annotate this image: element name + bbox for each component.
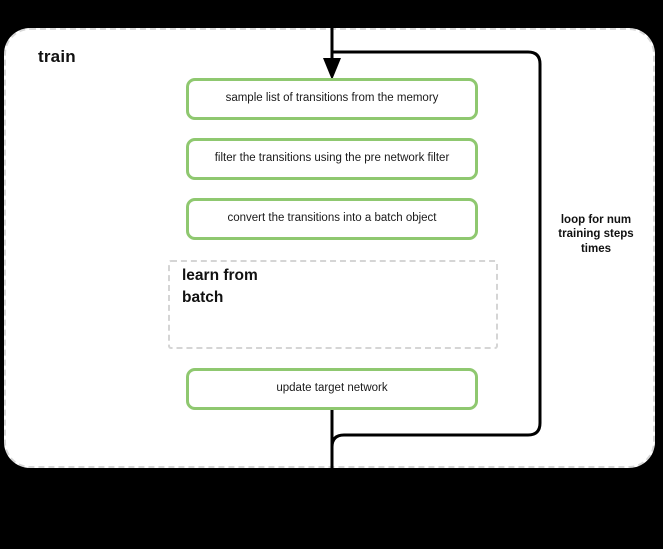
step-box-filter[interactable]: filter the transitions using the pre net… [186,138,478,180]
learn-from-batch-title-line-2: batch [182,289,224,307]
step-label-update-target: update target network [276,382,388,395]
step-label-sample: sample list of transitions from the memo… [225,92,439,105]
loop-label-line-1: loop for num [560,214,632,226]
learn-from-batch-scope[interactable] [168,260,498,349]
step-box-update-target[interactable]: update target network [186,368,478,410]
step-box-convert[interactable]: convert the transitions into a batch obj… [186,198,478,240]
learn-from-batch-title: learn from batch [182,265,332,310]
step-box-sample[interactable]: sample list of transitions from the memo… [186,78,478,120]
loop-annotation-label: loop for num training steps times [546,213,646,256]
loop-label-line-3: times [580,242,612,255]
learn-from-batch-title-line-1: learn from [182,267,258,284]
step-label-convert: convert the transitions into a batch obj… [227,212,437,225]
train-scope-title: train [38,47,76,66]
step-label-filter: filter the transitions using the pre net… [214,152,450,165]
loop-label-line-2: training steps [558,228,634,241]
